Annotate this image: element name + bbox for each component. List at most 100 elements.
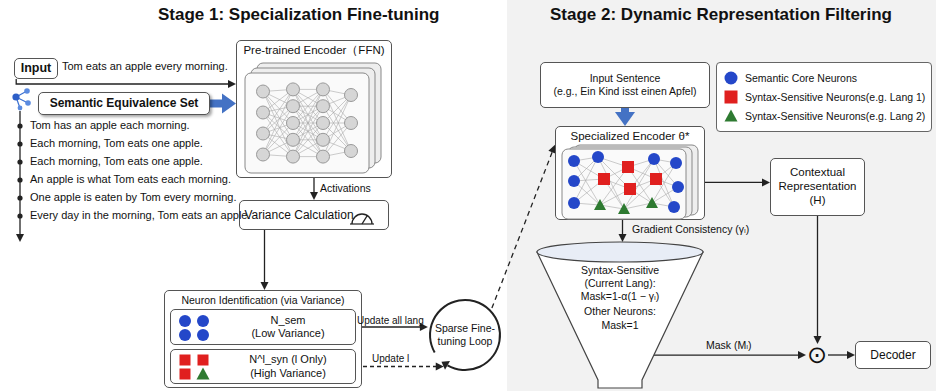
- connector: [615, 108, 635, 126]
- neuron-circle: [179, 329, 191, 341]
- connector: [705, 178, 770, 186]
- connector: [261, 230, 269, 290]
- sentence-text: Each morning, Tom eats one apple.: [30, 155, 203, 168]
- neuron-triangle: [594, 199, 606, 210]
- node-text: Contextual Representation: [774, 166, 862, 194]
- neuron-circle: [317, 133, 330, 146]
- neuron-circle: [317, 117, 330, 130]
- icon-dot: [25, 100, 31, 106]
- stage-title: Stage 2: Dynamic Representation Filterin…: [550, 5, 892, 25]
- node-text: Syntax-Sensitive (Current Lang): Mask=1-…: [566, 264, 674, 303]
- edge-label: Update all lang: [357, 315, 424, 327]
- legend-text: Syntax-Sensitive Neurons(e.g. Lang 2): [745, 110, 925, 122]
- connector-line: [622, 220, 623, 236]
- neuron-circle: [257, 127, 270, 140]
- neuron-triangle: [197, 368, 210, 380]
- input-box: Input: [14, 58, 58, 79]
- icon-dot: [18, 106, 23, 111]
- neuron-triangle: [646, 197, 658, 208]
- connector-line: [654, 354, 800, 355]
- set-header-box: Semantic Equivalence Set: [38, 92, 210, 115]
- node-text: Pre-trained Encoder（FFN): [243, 44, 384, 58]
- neuron-circle: [287, 100, 300, 113]
- bullet: [17, 141, 22, 146]
- funnel-body: [537, 252, 703, 388]
- sentence-text: Tom eats an apple every morning.: [62, 60, 228, 73]
- net-link: [293, 106, 323, 156]
- neuron-circle: [648, 153, 660, 165]
- arrowhead: [228, 80, 236, 88]
- bullet: [17, 213, 22, 218]
- node-text: Other Neurons: Mask=1: [566, 305, 674, 331]
- loop-arc: [430, 300, 500, 370]
- node-text: (e.g., Ein Kind isst einen Apfel): [554, 85, 697, 98]
- node-text: (H): [774, 194, 862, 208]
- connector: [619, 220, 627, 242]
- encoder-box: Specialized Encoder θ*: [555, 126, 705, 220]
- connector: [492, 145, 556, 308]
- arrowhead: [222, 94, 236, 114]
- icon-dot: [24, 88, 30, 94]
- molecule-icon: [12, 88, 30, 110]
- neuron-circle: [568, 197, 580, 209]
- neuron-circle: [257, 148, 270, 161]
- arrowhead: [619, 234, 627, 242]
- input-box: Input Sentence(e.g., Ein Kind isst einen…: [540, 62, 710, 108]
- connector: [210, 94, 236, 114]
- connector-line: [356, 326, 422, 327]
- neuron-circle: [197, 329, 209, 341]
- neuron-triangle: [618, 203, 630, 214]
- layer-plate: [562, 149, 686, 219]
- sentence-text: Each morning, Tom eats one apple.: [30, 137, 203, 150]
- sentence-text: Tom has an apple each morning.: [30, 119, 190, 132]
- neuron-circle: [317, 150, 330, 163]
- node-text: (Low Variance): [251, 327, 324, 340]
- neuron-circle: [197, 315, 209, 327]
- loop-circle: Sparse Fine-tuning Loop: [427, 297, 503, 373]
- node-text: ⊙: [807, 344, 827, 366]
- neuron-set-box: N^l_syn (l Only)(High Variance): [170, 349, 356, 384]
- neuron-circle: [345, 89, 358, 102]
- neuron-circle: [345, 117, 358, 130]
- connector-line: [356, 366, 437, 367]
- edge-label: Activations: [320, 182, 371, 195]
- neuron-square: [180, 355, 191, 366]
- bullet: [17, 195, 22, 200]
- legend-row: Syntax-Sensitive Neurons(e.g. Lang 2): [723, 108, 925, 124]
- connector: [654, 351, 806, 359]
- stage-title: Stage 1: Specialization Fine-tuning: [158, 5, 439, 25]
- legend-row: Semantic Core Neurons: [723, 70, 925, 86]
- arrowhead: [615, 112, 635, 126]
- neuron-square: [650, 173, 662, 185]
- stage-panel: [507, 0, 936, 391]
- neuron-square: [622, 161, 634, 173]
- legend-box: Semantic Core NeuronsSyntax-Sensitive Ne…: [716, 62, 932, 132]
- edge-label: Mask (Mₗ): [706, 339, 752, 352]
- node-text: (High Variance): [250, 367, 326, 380]
- connector-line: [817, 216, 818, 338]
- group-box: Neuron Identification (via Variance)N_se…: [164, 290, 362, 388]
- gauge-arc: [352, 214, 372, 224]
- legend-sample: [723, 108, 739, 124]
- neuron-circle: [668, 201, 680, 213]
- operator-symbol: ⊙: [806, 344, 828, 366]
- arrowhead: [814, 336, 822, 344]
- neuron-circle: [287, 83, 300, 96]
- neuron-circle: [672, 181, 684, 193]
- neuron-circle: [317, 100, 330, 113]
- neuron-set-box: N_sem(Low Variance): [170, 309, 356, 345]
- neuron-circle: [670, 157, 682, 169]
- neuron-square: [598, 173, 610, 185]
- gauge-base: [350, 223, 374, 224]
- net-link: [598, 157, 624, 209]
- neuron-square: [198, 355, 209, 366]
- neuron-circle: [592, 151, 604, 163]
- neuron-square: [725, 91, 738, 104]
- node-text: Input: [21, 61, 52, 76]
- neuron-circle: [287, 133, 300, 146]
- node-text: N^l_syn (l Only): [249, 353, 326, 366]
- arrowhead: [798, 351, 806, 359]
- arrowhead: [261, 282, 269, 290]
- legend-sample: [723, 70, 739, 86]
- connector: [16, 79, 236, 88]
